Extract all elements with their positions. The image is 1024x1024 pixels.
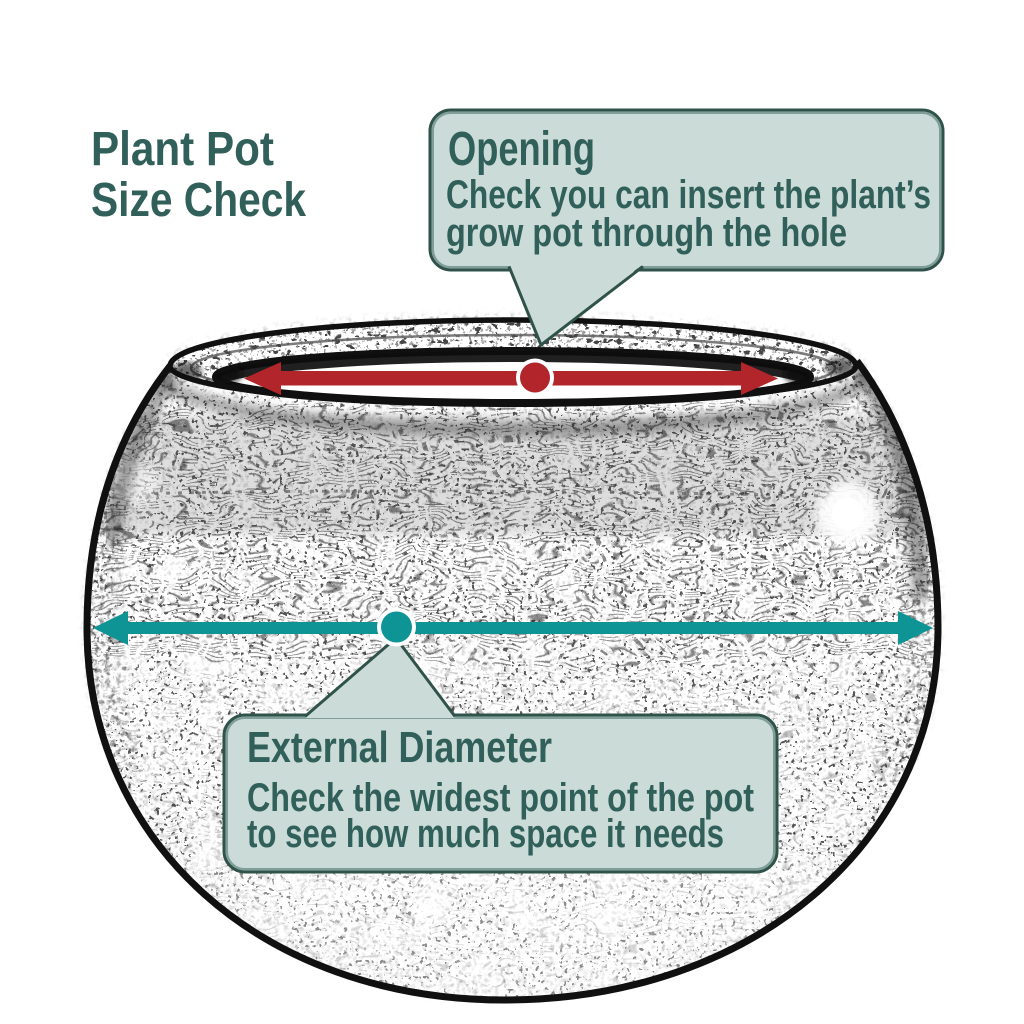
svg-text:Check the widest point of the: Check the widest point of the pot [247,776,754,820]
svg-text:Plant Pot: Plant Pot [91,123,274,176]
svg-text:External Diameter: External Diameter [247,723,552,772]
svg-text:Size Check: Size Check [91,174,306,227]
svg-text:to see how much space it needs: to see how much space it needs [247,812,724,856]
svg-text:grow pot through the hole: grow pot through the hole [446,211,847,255]
svg-text:Opening: Opening [448,123,595,176]
svg-text:Check you can insert the plant: Check you can insert the plant’s [446,173,931,217]
